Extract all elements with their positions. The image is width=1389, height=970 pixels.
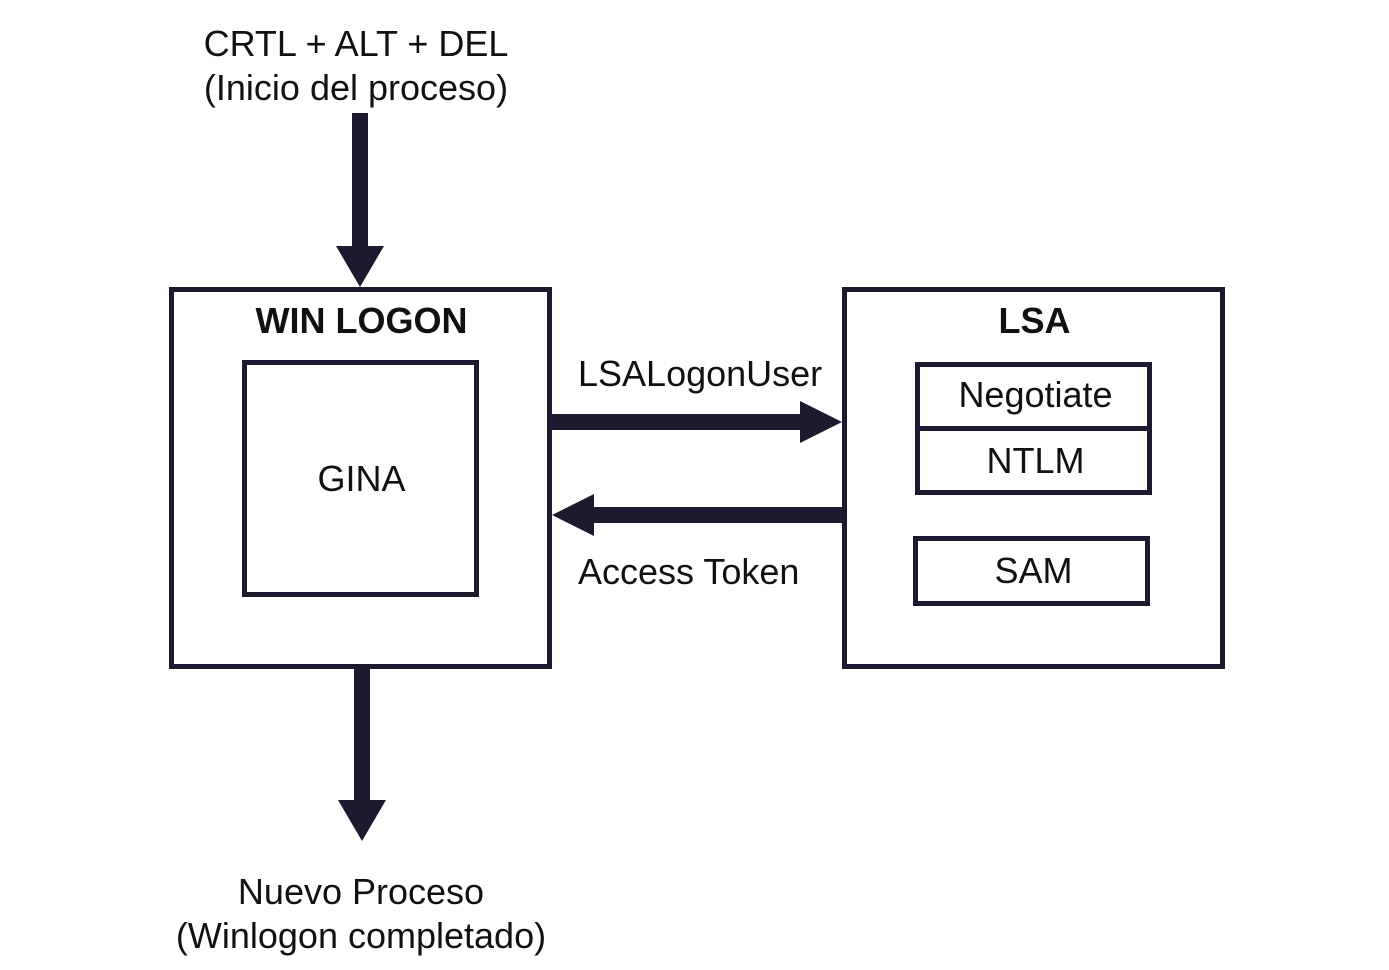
end-label-line1: Nuevo Proceso (237, 871, 485, 912)
response-label: Access Token (578, 551, 800, 592)
end-arrow (338, 668, 386, 841)
sam-box (913, 536, 1150, 606)
start-arrow (336, 113, 384, 287)
ntlm-box (915, 426, 1152, 495)
end-label: Nuevo Proceso (Winlogon completado) (141, 870, 581, 958)
end-label-line2: (Winlogon completado) (175, 915, 547, 956)
start-label-line2: (Inicio del proceso) (203, 67, 509, 108)
winlogon-title: WIN LOGON (255, 300, 468, 341)
start-label-line1: CRTL + ALT + DEL (203, 23, 509, 64)
lsa-box (842, 287, 1225, 669)
gina-label: GINA (317, 458, 406, 499)
request-label: LSALogonUser (578, 353, 823, 394)
lsa-title: LSA (998, 300, 1071, 341)
sam-label: SAM (994, 550, 1073, 591)
ntlm-label: NTLM (986, 440, 1085, 481)
negotiate-label: Negotiate (958, 374, 1113, 415)
request-arrow (550, 401, 842, 443)
winlogon-box (169, 287, 552, 669)
gina-box (242, 360, 479, 597)
response-arrow (552, 494, 844, 536)
start-label: CRTL + ALT + DEL (Inicio del proceso) (156, 22, 556, 110)
